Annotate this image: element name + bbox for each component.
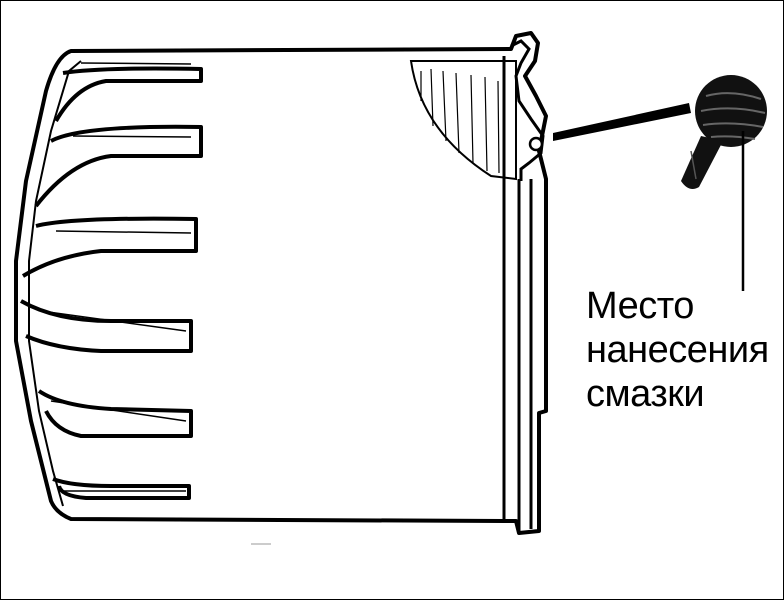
fin-1 (54, 66, 203, 122)
caption-line-2: нанесения (586, 329, 769, 371)
fin-2 (34, 124, 203, 208)
caption-line-3: смазки (586, 373, 705, 415)
fin-detail-lines (40, 62, 192, 492)
fin-5 (37, 389, 193, 438)
fin-6 (52, 477, 191, 500)
filter-inner-contour (28, 60, 82, 507)
filter-body-outline (14, 31, 548, 535)
filter-fins (20, 66, 203, 500)
seal-detail-callout (409, 39, 545, 181)
lubrication-point-caption: Место нанесения смазки (586, 284, 769, 416)
fin-3 (21, 216, 198, 278)
pointer-wedge (553, 103, 691, 141)
filter-end-plate (502, 56, 533, 531)
caption-line-1: Место (586, 285, 694, 327)
fin-4 (20, 299, 193, 353)
seal-detail-boundary (409, 60, 517, 181)
seal-lip-profile (510, 39, 545, 181)
brush-icon (681, 75, 767, 189)
grease-point (528, 136, 544, 152)
